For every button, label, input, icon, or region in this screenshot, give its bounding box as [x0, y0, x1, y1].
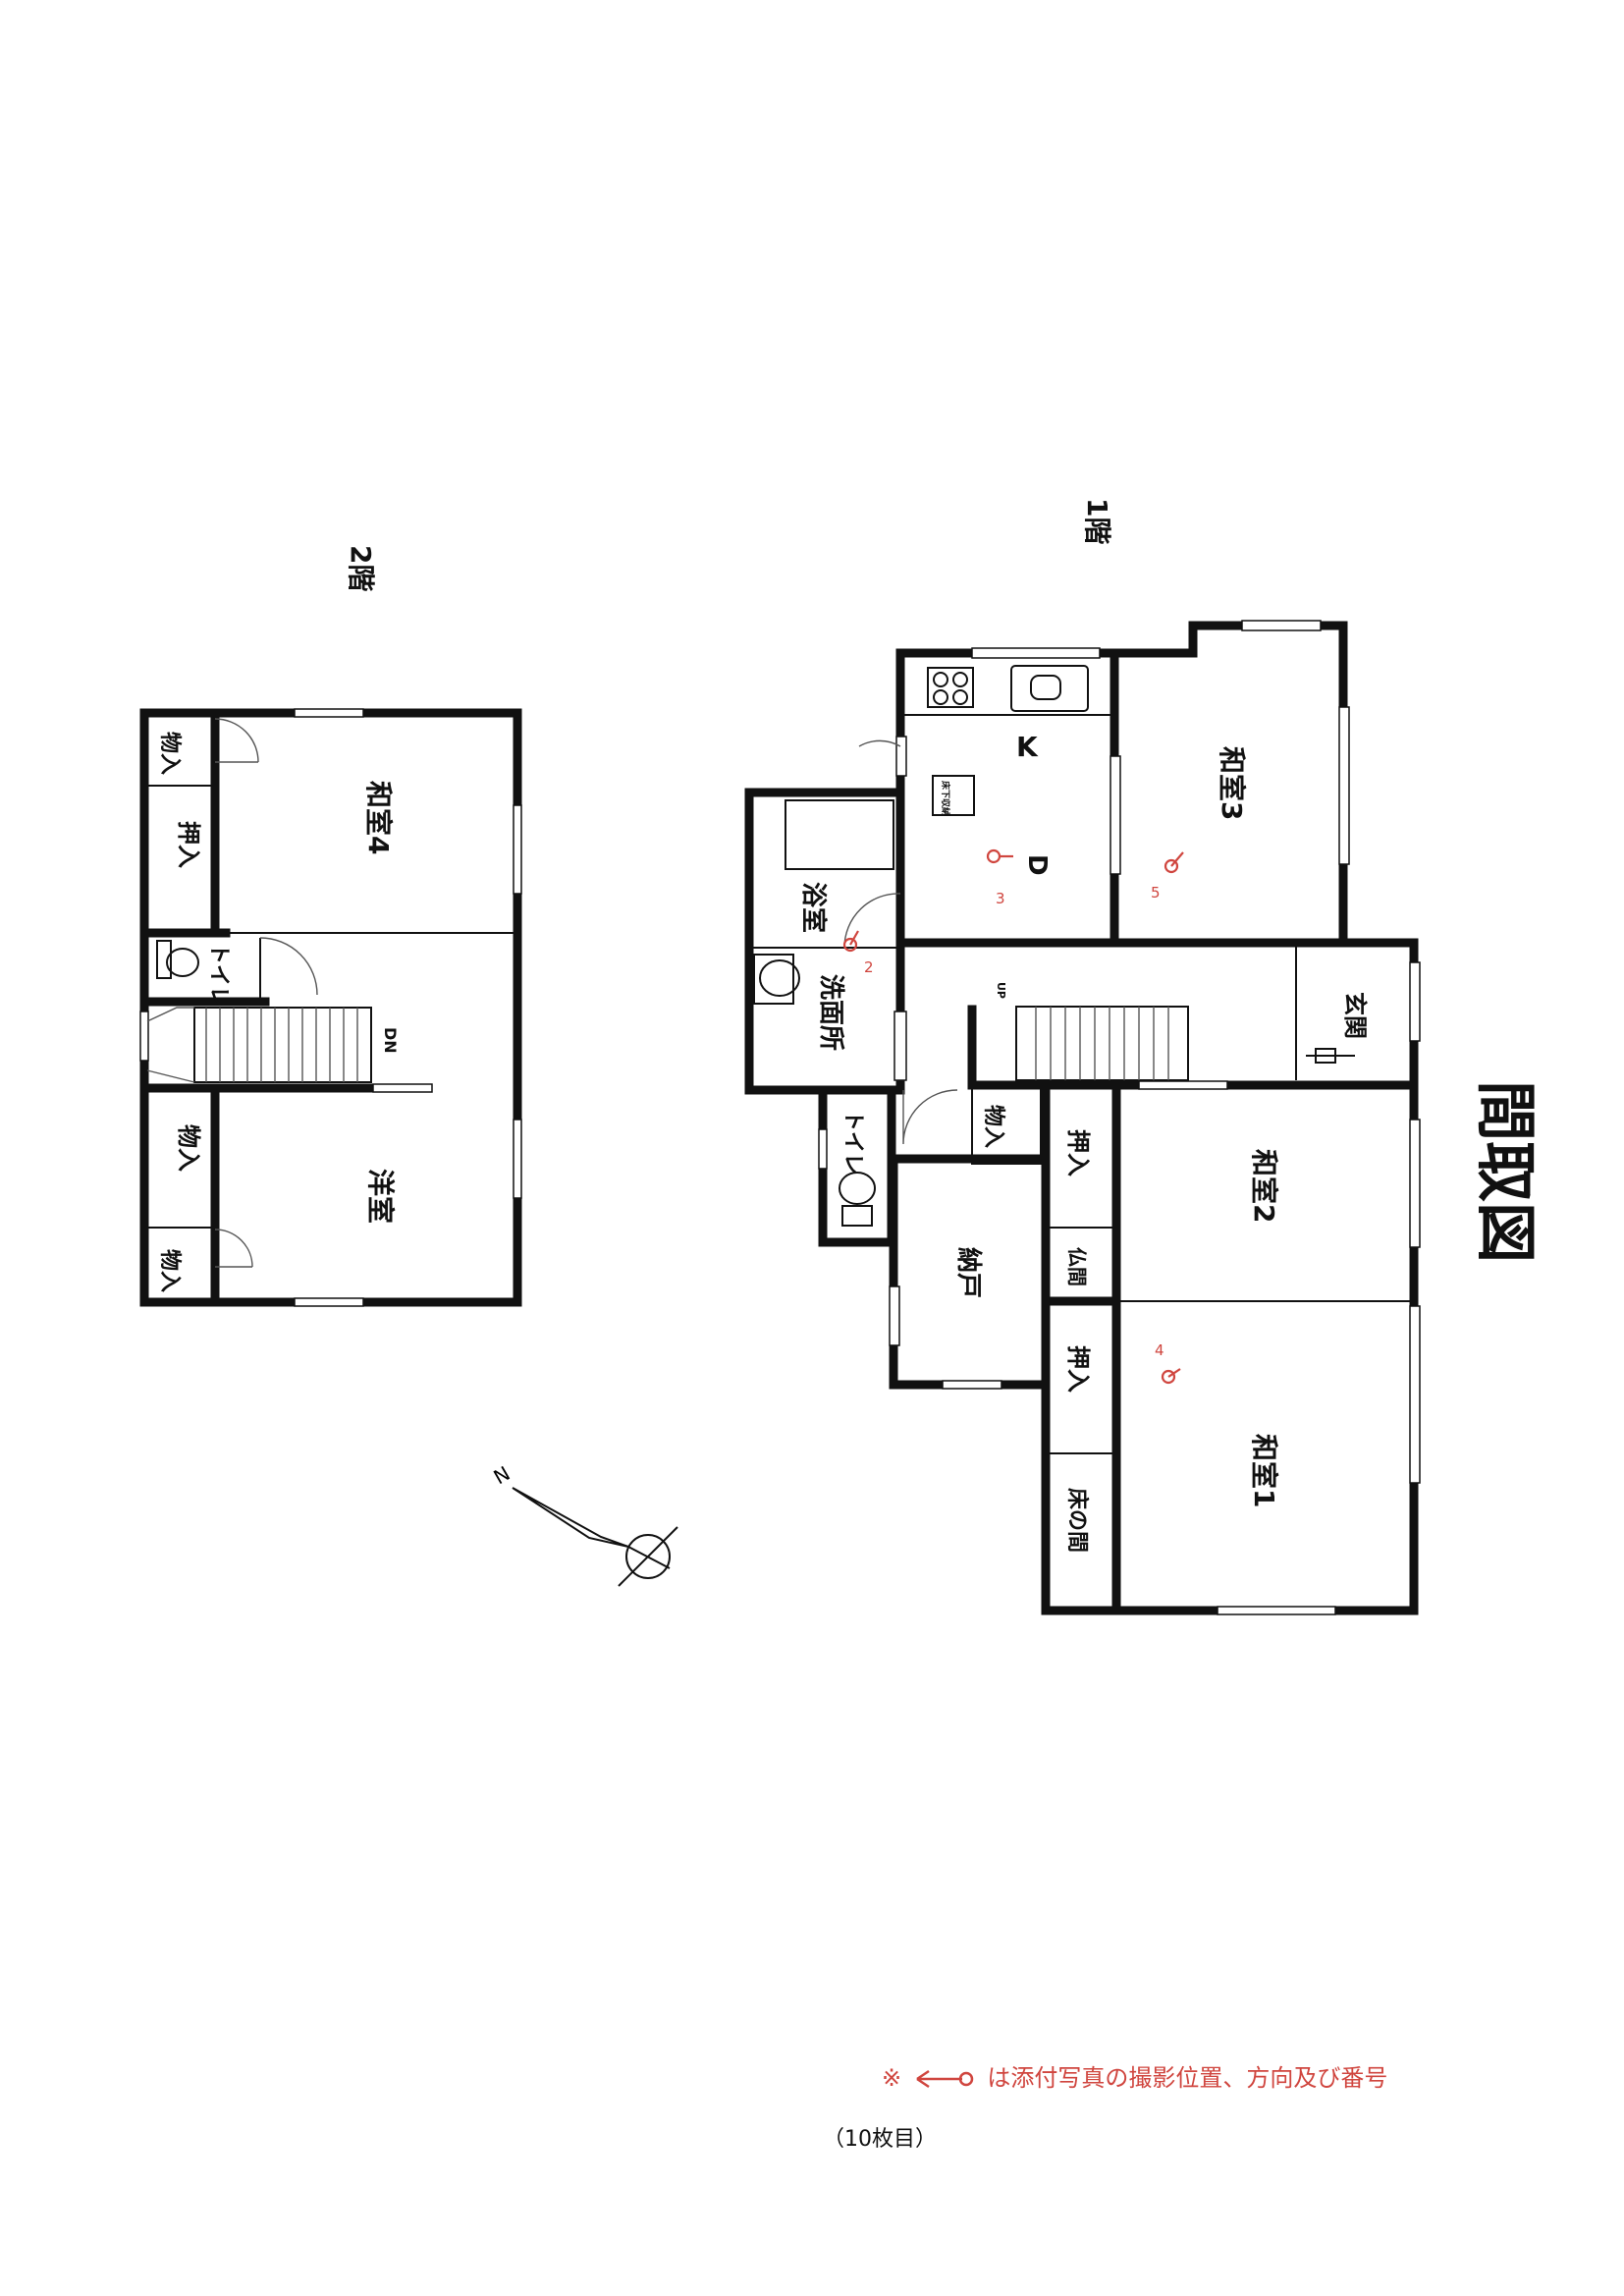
- room-washitsu4-label: 和室4: [362, 781, 395, 854]
- oshiire-2-label: 押入: [1064, 1129, 1092, 1176]
- photo-marker-5: 5: [1151, 851, 1184, 902]
- photo-marker-4: 4: [1155, 1341, 1181, 1385]
- room-washitsu3-label: 和室3: [1216, 746, 1248, 820]
- photo-marker-3-number: 3: [996, 890, 1005, 907]
- room-washitsu1-label: 和室1: [1248, 1434, 1280, 1507]
- compass-icon: N: [490, 1461, 678, 1587]
- storage-mono-2f-top-label: 物入: [157, 732, 183, 775]
- floor-label-2f: 2階: [345, 545, 377, 591]
- photo-marker-3: 3: [986, 848, 1013, 907]
- photo-marker-2-number: 2: [864, 958, 874, 976]
- stair-dn-label: DN: [381, 1027, 400, 1054]
- photo-markers: 2 3 4 5: [842, 848, 1184, 1385]
- legend-note-prefix: ※: [882, 2064, 902, 2092]
- underfloor-storage-label: 床下収納: [940, 781, 951, 816]
- second-floor-plan: [139, 708, 522, 1307]
- entrance-label: 玄関: [1341, 992, 1369, 1039]
- kitchen-k-label: K: [1016, 731, 1039, 763]
- floor-label-1f: 1階: [1081, 498, 1113, 544]
- first-floor-plan: [744, 620, 1421, 1615]
- photo-marker-5-number: 5: [1151, 884, 1161, 902]
- room-washitsu2-label: 和室2: [1248, 1149, 1280, 1223]
- bath-label: 浴室: [798, 882, 829, 933]
- stair-up-label: UP: [995, 982, 1007, 999]
- storage-mono-2f-bottom-label: 物入: [157, 1249, 183, 1292]
- nando-label: 納戸: [953, 1247, 984, 1298]
- room-youshitsu-label: 洋室: [364, 1169, 397, 1224]
- photo-arrow-icon: [916, 2069, 973, 2089]
- photo-marker-2: 2: [842, 930, 874, 976]
- butsuma-label: 仏間: [1065, 1247, 1089, 1286]
- compass-north-label: N: [490, 1461, 514, 1489]
- storage-mono-1f-label: 物入: [981, 1105, 1006, 1148]
- kitchen-d-label: D: [1022, 854, 1052, 876]
- washroom-label: 洗面所: [816, 974, 845, 1051]
- toilet-1f-label: トイレ: [840, 1110, 865, 1175]
- legend-note-text: は添付写真の撮影位置、方向及び番号: [987, 2064, 1388, 2092]
- storage-mono-2f-label: 物入: [175, 1124, 202, 1172]
- photo-marker-4-number: 4: [1155, 1341, 1164, 1359]
- room-labels: 2階 1階 和室4 洋室 押入 物入 物入 物入 トイレ DN K D 床下収納…: [157, 498, 1542, 1553]
- tokonoma-label: 床の間: [1064, 1488, 1090, 1553]
- storage-oshiire-2f-label: 押入: [175, 821, 202, 868]
- page-title: 間取図: [1470, 1080, 1542, 1263]
- oshiire-1-label: 押入: [1064, 1345, 1092, 1393]
- legend-note: ※ は添付写真の撮影位置、方向及び番号: [882, 2058, 1387, 2093]
- page-number: （10枚目）: [823, 2127, 937, 2152]
- toilet-2f-label: トイレ: [206, 943, 231, 1008]
